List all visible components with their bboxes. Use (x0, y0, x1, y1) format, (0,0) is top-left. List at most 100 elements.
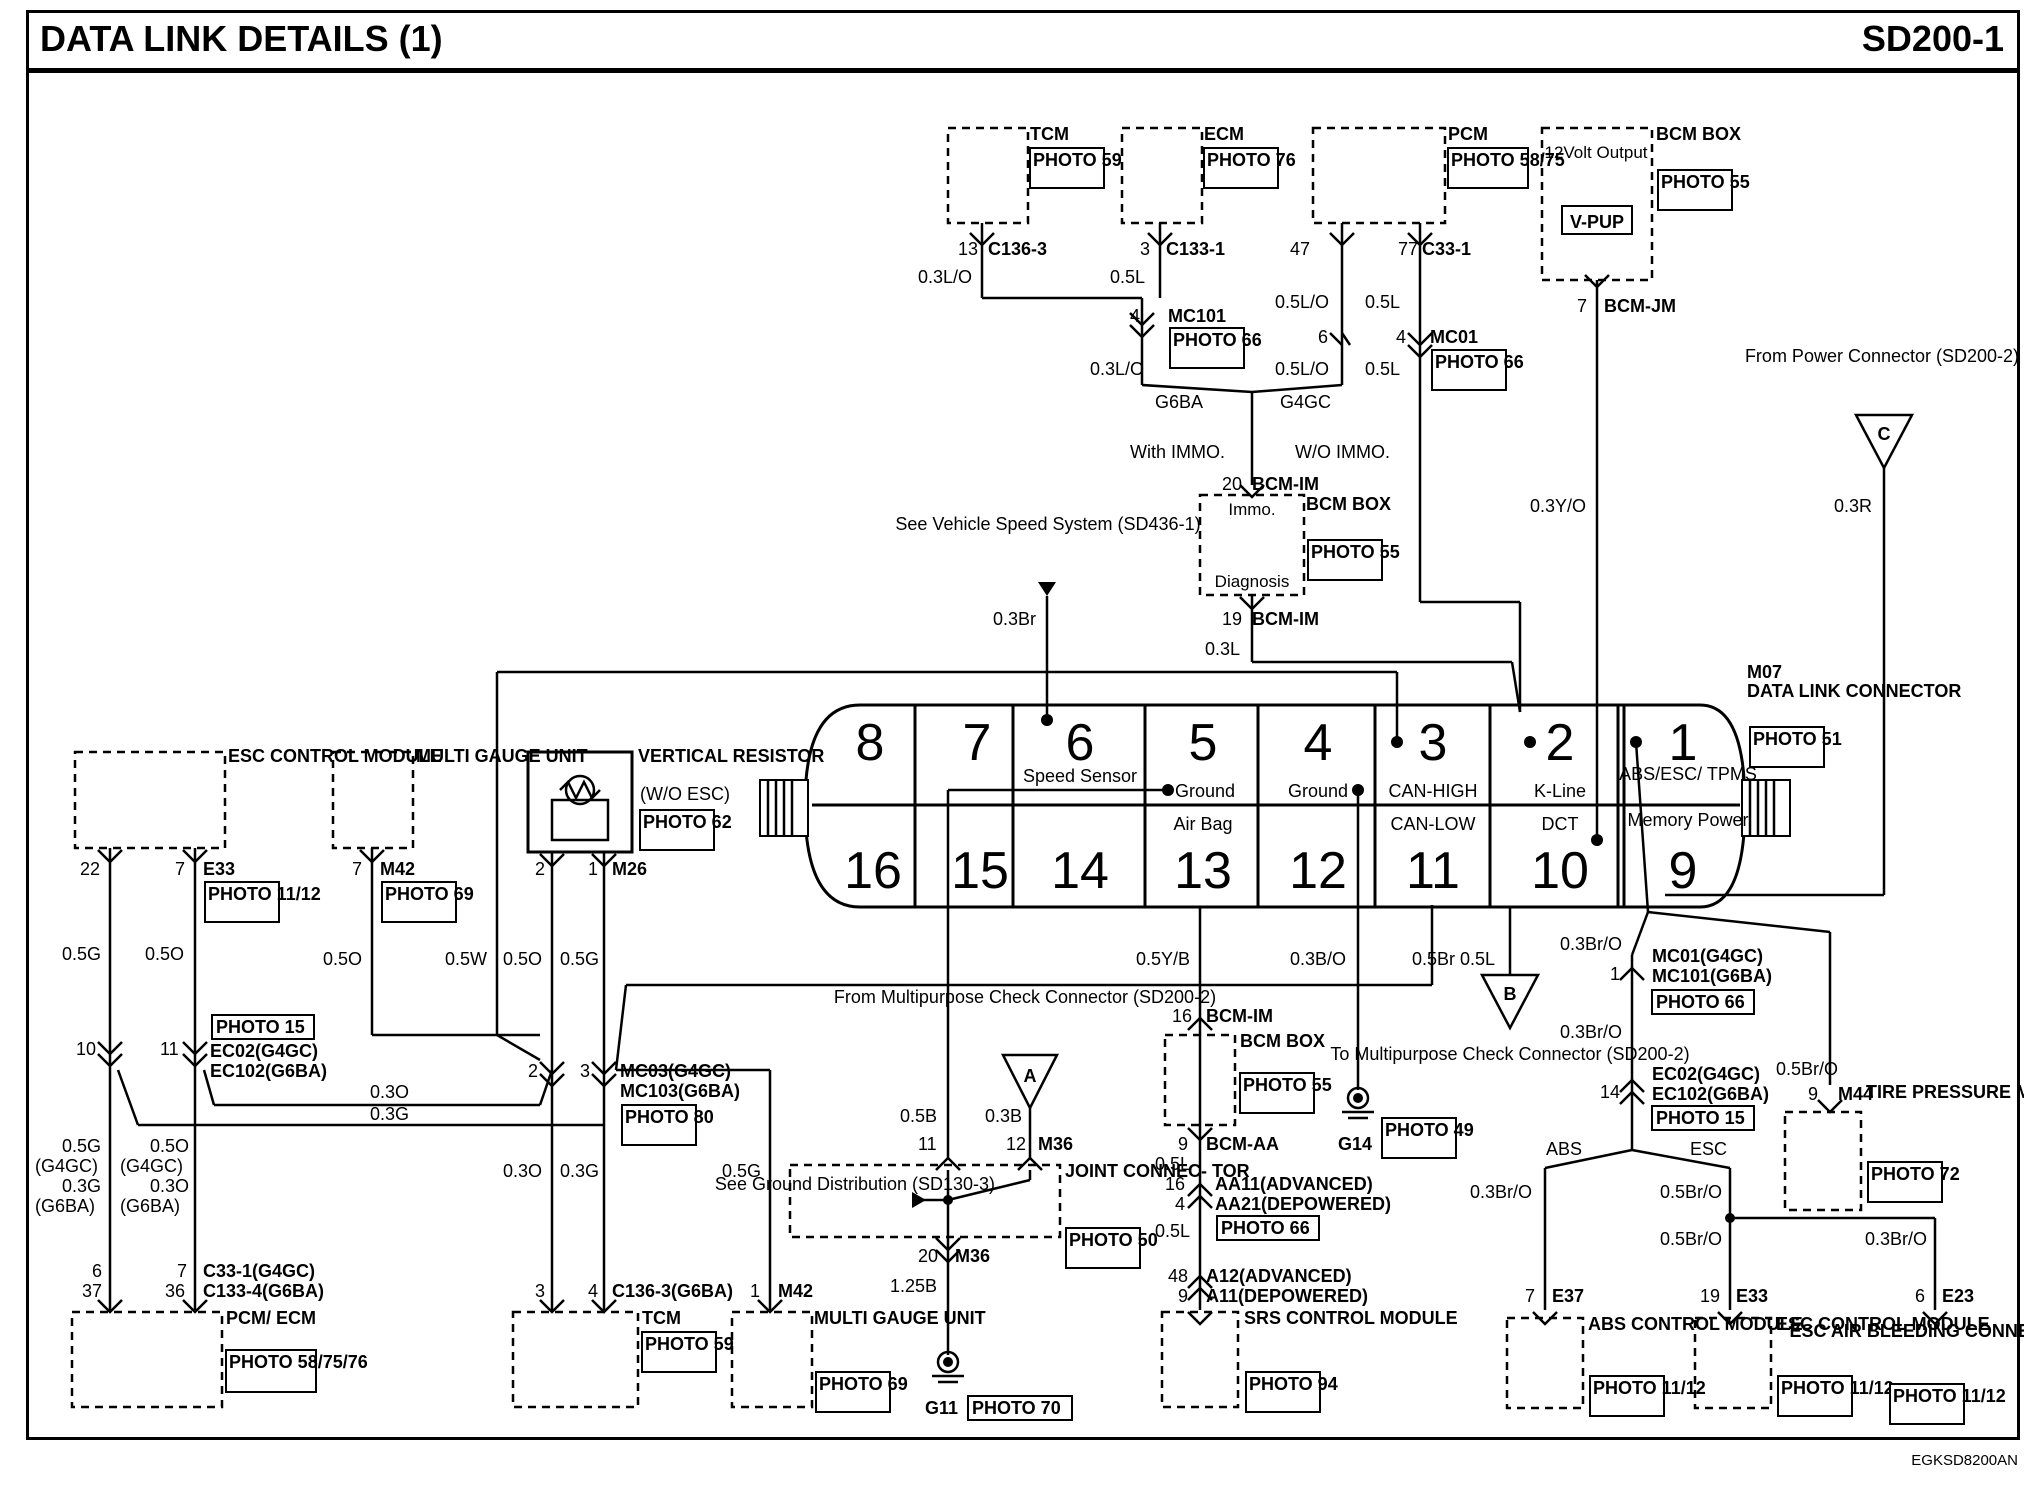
svg-text:0.5L: 0.5L (1460, 949, 1495, 969)
svg-text:M26: M26 (612, 859, 647, 879)
from-power-connector: From Power Connector (SD200-2) C 0.3R (1665, 346, 2019, 897)
pin-label-k-line: K-Line (1534, 781, 1586, 801)
svg-text:G4GC: G4GC (1280, 392, 1331, 412)
svg-text:12: 12 (1006, 1134, 1026, 1154)
svg-text:0.3O: 0.3O (150, 1176, 189, 1196)
svg-text:PHOTO 49: PHOTO 49 (1385, 1120, 1474, 1140)
svg-text:MC101(G6BA): MC101(G6BA) (1652, 966, 1772, 986)
svg-text:M42: M42 (778, 1281, 813, 1301)
svg-text:EC02(G4GC): EC02(G4GC) (210, 1041, 318, 1061)
svg-text:PHOTO 55: PHOTO 55 (1311, 542, 1400, 562)
svg-text:PHOTO 59: PHOTO 59 (1033, 150, 1122, 170)
bcm-box-top: 12Volt Output V-PUP BCM BOX PHOTO 55 (1540, 124, 1750, 282)
svg-text:PHOTO 51: PHOTO 51 (1753, 729, 1842, 749)
pin-label-abs-esc-tpms: ABS/ESC/ TPMS (1619, 764, 1757, 784)
svg-text:3: 3 (535, 1281, 545, 1301)
svg-text:ESC CONTROL MODULE: ESC CONTROL MODULE (1776, 1314, 1990, 1334)
svg-text:G6BA: G6BA (1155, 392, 1203, 412)
svg-text:0.5L: 0.5L (1155, 1154, 1190, 1174)
pin-1: 1 (1669, 714, 1698, 772)
svg-text:11: 11 (918, 1134, 937, 1154)
svg-text:0.3G: 0.3G (370, 1104, 409, 1124)
pin-14: 14 (1051, 842, 1109, 900)
svg-text:0.5G: 0.5G (62, 944, 101, 964)
pin-6: 6 (1066, 714, 1095, 772)
footer-code: EGKSD8200AN (1911, 1452, 2018, 1469)
immo-label: Immo. (1228, 500, 1275, 519)
svg-text:W/O IMMO.: W/O IMMO. (1295, 442, 1390, 462)
svg-text:TCM: TCM (1030, 124, 1069, 144)
svg-text:7: 7 (1577, 296, 1587, 316)
svg-text:0.3L/O: 0.3L/O (918, 267, 972, 287)
esc-module-top: ESC CONTROL MODULE (73, 746, 442, 850)
pin-label-ground-4: Ground (1288, 781, 1348, 801)
svg-text:36: 36 (165, 1281, 185, 1301)
svg-text:PHOTO 66: PHOTO 66 (1656, 992, 1745, 1012)
svg-text:JOINT CONNEC- TOR: JOINT CONNEC- TOR (1065, 1161, 1250, 1181)
svg-text:13: 13 (958, 239, 978, 259)
svg-text:37: 37 (82, 1281, 102, 1301)
svg-text:0.5B: 0.5B (900, 1106, 937, 1126)
svg-text:0.3Br/O: 0.3Br/O (1865, 1229, 1927, 1249)
svg-text:From Multipurpose Check Connec: From Multipurpose Check Connector (SD200… (834, 987, 1216, 1007)
svg-text:0.5Y/B: 0.5Y/B (1136, 949, 1190, 969)
diagram-frame (26, 10, 2020, 1440)
svg-text:0.3O: 0.3O (370, 1082, 409, 1102)
svg-text:0.3B/O: 0.3B/O (1290, 949, 1346, 969)
svg-text:7: 7 (352, 859, 362, 879)
joint-connector-group: From Multipurpose Check Connector (SD200… (715, 788, 1250, 1421)
svg-text:0.3R: 0.3R (1834, 496, 1872, 516)
svg-text:9: 9 (1808, 1084, 1818, 1104)
svg-text:2: 2 (528, 1061, 538, 1081)
tpms-module: TIRE PRESSURE MONITORING MODULE PHOTO 72 (1783, 1082, 2024, 1212)
svg-text:C133-4(G6BA): C133-4(G6BA) (203, 1281, 324, 1301)
svg-text:14: 14 (1600, 1082, 1620, 1102)
svg-text:VERTICAL RESISTOR: VERTICAL RESISTOR (638, 746, 824, 766)
svg-text:PHOTO 66: PHOTO 66 (1173, 330, 1262, 350)
svg-text:1: 1 (588, 859, 598, 879)
svg-text:4: 4 (1175, 1194, 1185, 1214)
svg-text:PHOTO 55: PHOTO 55 (1243, 1075, 1332, 1095)
svg-text:0.3Br: 0.3Br (993, 609, 1036, 629)
vehicle-speed-ref: See Vehicle Speed System (SD436-1) 0.3Br (895, 514, 1201, 726)
pin-2: 2 (1546, 714, 1575, 772)
svg-text:1.25B: 1.25B (890, 1276, 937, 1296)
pin-10: 10 (1531, 842, 1589, 900)
svg-text:BCM BOX: BCM BOX (1656, 124, 1741, 144)
svg-text:9: 9 (1178, 1286, 1188, 1306)
pin-label-air-bag: Air Bag (1173, 814, 1232, 834)
left-labels: 22 7 E33 PHOTO 11/12 7 M42 PHOTO 69 2 1 … (35, 859, 813, 1301)
svg-text:4: 4 (588, 1281, 598, 1301)
svg-text:0.3G: 0.3G (62, 1176, 101, 1196)
pin-8: 8 (856, 714, 885, 772)
svg-text:0.3B: 0.3B (985, 1106, 1022, 1126)
page-title: DATA LINK DETAILS (1) (40, 18, 443, 59)
svg-text:0.3Br/O: 0.3Br/O (1560, 934, 1622, 954)
svg-text:MULTI GAUGE UNIT: MULTI GAUGE UNIT (814, 1308, 986, 1328)
vertical-resistor: VERTICAL RESISTOR (W/O ESC) PHOTO 62 (526, 746, 824, 854)
top-labels: 13 C136-3 0.3L/O 3 C133-1 0.5L 4 MC101 P… (918, 239, 1676, 659)
svg-text:0.5L: 0.5L (1155, 1221, 1190, 1241)
svg-text:(G6BA): (G6BA) (35, 1196, 95, 1216)
svg-text:PHOTO 70: PHOTO 70 (972, 1398, 1061, 1418)
svg-text:ECM: ECM (1204, 124, 1244, 144)
svg-text:PHOTO 69: PHOTO 69 (819, 1374, 908, 1394)
pin-label-dct: DCT (1542, 814, 1579, 834)
svg-text:MC103(G6BA): MC103(G6BA) (620, 1081, 740, 1101)
svg-text:0.3Br/O: 0.3Br/O (1470, 1182, 1532, 1202)
svg-text:A11(DEPOWERED): A11(DEPOWERED) (1206, 1286, 1368, 1306)
svg-text:BCM-IM: BCM-IM (1206, 1006, 1273, 1026)
svg-text:TCM: TCM (642, 1308, 681, 1328)
svg-text:PHOTO 76: PHOTO 76 (1207, 150, 1296, 170)
svg-text:1: 1 (1610, 964, 1620, 984)
svg-text:PHOTO 15: PHOTO 15 (216, 1017, 305, 1037)
svg-text:PHOTO 58/75: PHOTO 58/75 (1451, 150, 1565, 170)
svg-text:M07: M07 (1747, 662, 1782, 682)
svg-text:MC101: MC101 (1168, 306, 1226, 326)
bcm-im-box-label: BCM BOX (1306, 494, 1391, 514)
can-high-wire (495, 670, 1403, 1062)
svg-text:PHOTO 50: PHOTO 50 (1069, 1230, 1158, 1250)
svg-text:PHOTO 11/12: PHOTO 11/12 (1593, 1378, 1706, 1398)
svg-text:0.5O: 0.5O (145, 944, 184, 964)
